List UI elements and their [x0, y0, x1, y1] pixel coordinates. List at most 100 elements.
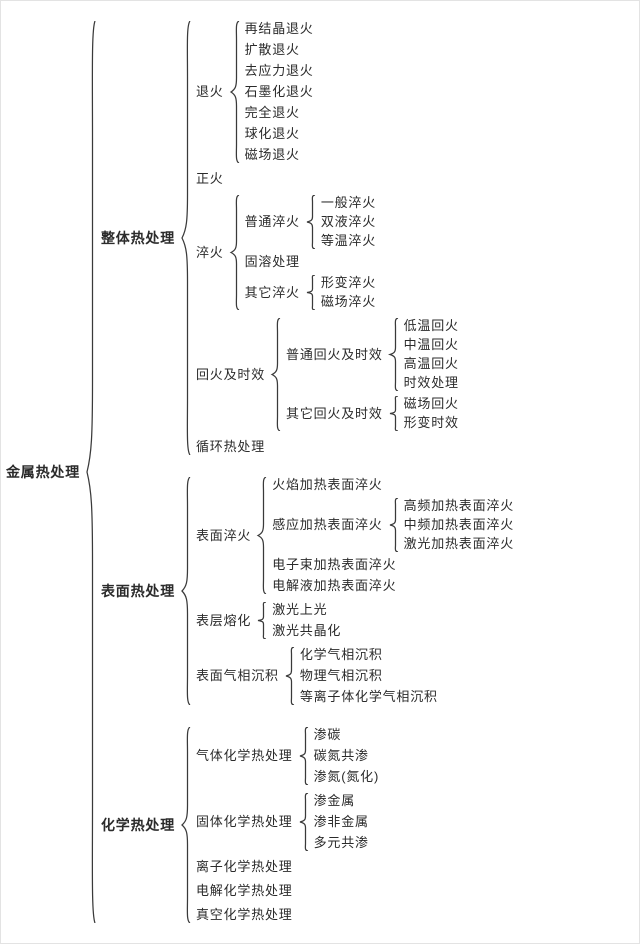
- node-label: 真空化学热处理: [196, 907, 293, 922]
- node-label: 双液淬火: [320, 214, 377, 229]
- brace-connector: [284, 647, 295, 705]
- tree-node: 气体化学热处理渗碳碳氮共渗渗氮(氮化): [193, 726, 382, 786]
- brace-connector: [85, 21, 96, 923]
- tree-node: 表面淬火火焰加热表面淬火感应加热表面淬火高频加热表面淬火中频加热表面淬火激光加热…: [193, 476, 517, 595]
- node-label: 化学气相沉积: [299, 647, 383, 662]
- node-label: 化学热处理: [101, 817, 175, 833]
- node-label: 感应加热表面淬火: [272, 517, 383, 532]
- node-label: 去应力退火: [244, 63, 314, 78]
- tree-node: 电解液加热表面淬火: [269, 577, 517, 595]
- brace-connector: [270, 318, 281, 431]
- curly-brace-icon: [229, 195, 240, 310]
- node-label: 一般淬火: [320, 195, 377, 210]
- tree-children: 普通淬火 一般淬火双液淬火等温淬火固溶处理其它淬火形变淬火磁场淬火: [242, 194, 379, 311]
- tree-node: 中温回火: [401, 336, 462, 354]
- tree-children: 一般淬火双液淬火等温淬火: [318, 194, 379, 250]
- node-label: 其它回火及时效: [286, 405, 383, 421]
- tree-node: 双液淬火: [318, 213, 379, 231]
- tree-children: 低温回火中温回火高温回火时效处理: [401, 317, 462, 392]
- node-label: 激光加热表面淬火: [403, 536, 515, 551]
- tree-node: 其它回火及时效 磁场回火形变时效: [283, 395, 462, 432]
- node-label: 中温回火: [403, 337, 459, 352]
- curly-brace-icon: [256, 477, 267, 594]
- node-label: 电解液加热表面淬火: [272, 578, 397, 593]
- tree-node: 一般淬火: [318, 194, 379, 212]
- node-label: 石墨化退火: [244, 84, 314, 99]
- tree-node: 扩散退火: [242, 41, 317, 59]
- tree-node: 激光上光: [269, 601, 344, 619]
- tree-node: 其它淬火形变淬火磁场淬火: [242, 274, 379, 311]
- tree-node: 化学气相沉积: [297, 646, 441, 664]
- curly-brace-icon: [388, 498, 399, 552]
- curly-brace-icon: [180, 727, 191, 923]
- node-label: 固溶处理: [244, 254, 300, 269]
- tree-node: 时效处理: [401, 374, 462, 392]
- node-label: 磁场淬火: [320, 294, 377, 309]
- brace-connector: [298, 793, 309, 851]
- tree-node: 再结晶退火: [242, 20, 317, 38]
- tree-node: 磁场退火: [242, 146, 317, 164]
- node-label: 球化退火: [244, 126, 300, 141]
- tree-children: 火焰加热表面淬火感应加热表面淬火高频加热表面淬火中频加热表面淬火激光加热表面淬火…: [269, 476, 517, 595]
- node-label: 多元共渗: [313, 835, 369, 850]
- tree-node: 普通回火及时效 低温回火中温回火高温回火时效处理: [283, 317, 462, 392]
- brace-connector: [180, 21, 191, 455]
- node-label: 普通回火及时效: [286, 346, 383, 362]
- tree-node: 激光加热表面淬火: [401, 535, 517, 553]
- tree-node: 固体化学热处理渗金属渗非金属多元共渗: [193, 792, 382, 852]
- curly-brace-icon: [305, 275, 316, 310]
- brace-connector: [229, 21, 240, 163]
- brace-connector: [388, 318, 399, 391]
- node-label: 循环热处理: [196, 439, 266, 454]
- curly-brace-icon: [298, 793, 309, 851]
- curly-brace-icon: [305, 195, 316, 249]
- node-label: 磁场退火: [244, 147, 300, 162]
- node-label: 激光共晶化: [272, 623, 342, 638]
- curly-brace-icon: [388, 318, 399, 391]
- node-label: 气体化学热处理: [196, 748, 293, 763]
- node-label: 回火及时效: [196, 366, 266, 382]
- tree-node: 低温回火: [401, 317, 462, 335]
- node-label: 高温回火: [403, 356, 459, 371]
- node-label: 固体化学热处理: [196, 814, 293, 829]
- node-label: 退火: [196, 84, 224, 99]
- tree-children: 退火再结晶退火扩散退火去应力退火石墨化退火完全退火球化退火磁场退火正火淬火普通淬…: [193, 20, 462, 456]
- tree-children: 形变淬火磁场淬火: [318, 274, 379, 311]
- tree-node: 渗非金属: [311, 813, 372, 831]
- brace-connector: [256, 477, 267, 594]
- node-label: 渗碳: [313, 727, 342, 742]
- tree-children: 化学气相沉积物理气相沉积等离子体化学气相沉积: [297, 646, 441, 706]
- tree-node: 磁场淬火: [318, 293, 379, 311]
- tree-children: 整体热处理退火再结晶退火扩散退火去应力退火石墨化退火完全退火球化退火磁场退火正火…: [98, 20, 517, 924]
- curly-brace-icon: [388, 396, 399, 431]
- brace-connector: [256, 602, 267, 639]
- node-label: 电子束加热表面淬火: [272, 557, 397, 572]
- curly-brace-icon: [180, 21, 191, 455]
- node-label: 淬火: [196, 244, 224, 260]
- tree-node: 石墨化退火: [242, 83, 317, 101]
- tree-node: 球化退火: [242, 125, 317, 143]
- tree-children: 渗金属渗非金属多元共渗: [311, 792, 372, 852]
- curly-brace-icon: [256, 602, 267, 639]
- tree-node: 循环热处理: [193, 438, 462, 456]
- tree-children: 磁场回火形变时效: [401, 395, 462, 432]
- tree-node: 去应力退火: [242, 62, 317, 80]
- node-label: 表面气相沉积: [196, 668, 279, 683]
- tree-node: 淬火 普通淬火 一般淬火双液淬火等温淬火固溶处理其它淬火形变淬火磁场淬火: [193, 194, 462, 311]
- node-label: 物理气相沉积: [299, 668, 383, 683]
- tree-node: 正火: [193, 170, 462, 188]
- node-label: 普通淬火: [244, 214, 300, 229]
- brace-connector: [388, 396, 399, 431]
- brace-connector: [180, 727, 191, 923]
- tree-node: 回火及时效 普通回火及时效 低温回火中温回火高温回火时效处理其它回火及时效 磁场回火形…: [193, 317, 462, 432]
- curly-brace-icon: [284, 647, 295, 705]
- tree-node: 等温淬火: [318, 232, 379, 250]
- tree-node: 真空化学热处理: [193, 906, 382, 924]
- node-label: 再结晶退火: [244, 21, 314, 36]
- tree-node: 表面热处理表面淬火火焰加热表面淬火感应加热表面淬火高频加热表面淬火中频加热表面淬…: [98, 476, 517, 706]
- node-label: 磁场回火: [403, 396, 459, 411]
- brace-connector: [305, 195, 316, 249]
- tree-node: 固溶处理: [242, 253, 379, 271]
- tree-children: 再结晶退火扩散退火去应力退火石墨化退火完全退火球化退火磁场退火: [242, 20, 317, 164]
- curly-brace-icon: [298, 727, 309, 785]
